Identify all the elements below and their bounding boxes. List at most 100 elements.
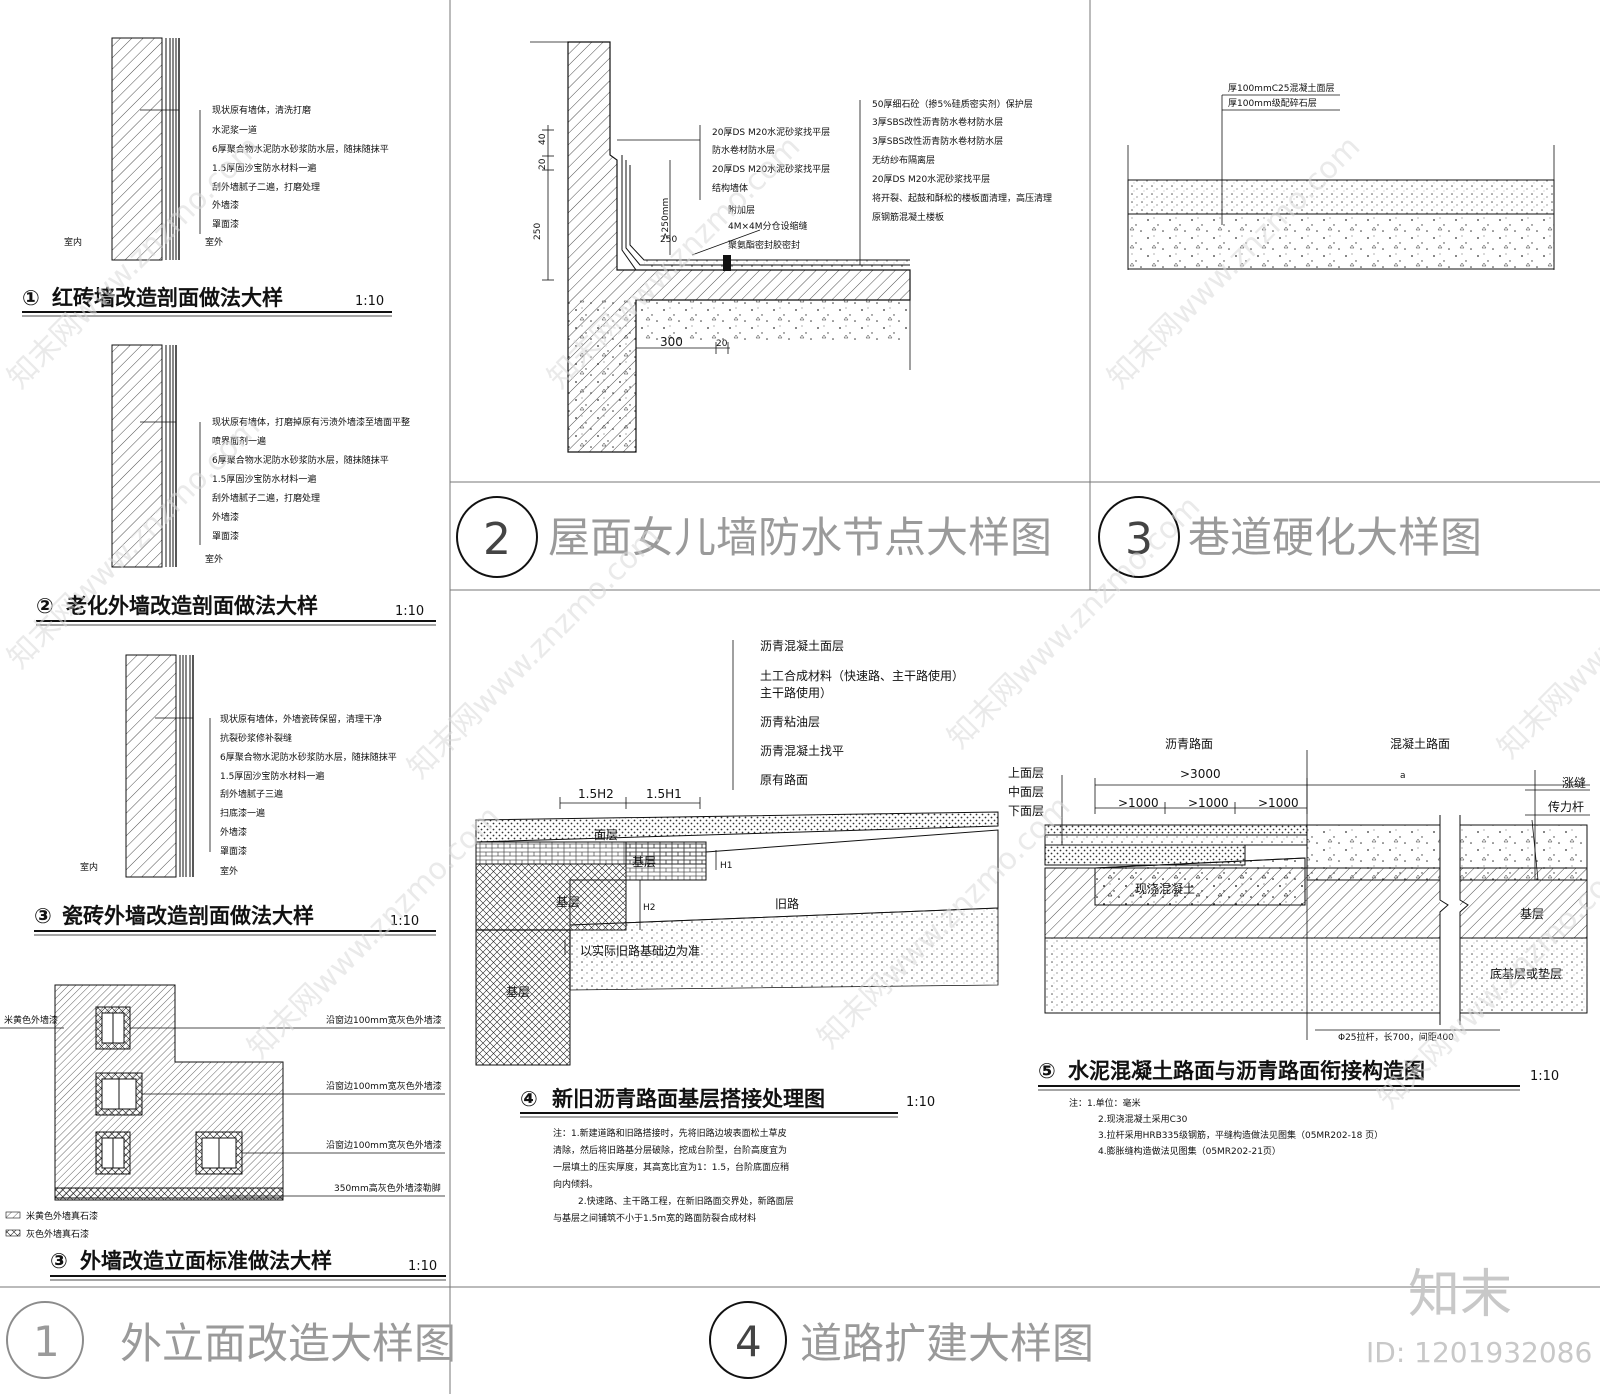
detail-1-label: 1.5厚固沙宝防水材料一遍 [212, 162, 316, 174]
detail-1-label: 罩面漆 [212, 218, 239, 230]
detail-3-label: 6厚聚合物水泥防水砂浆防水层，随抹随抹平 [220, 751, 397, 763]
detail-3-label: 1.5厚固沙宝防水材料一遍 [220, 770, 324, 782]
outside-label: 室外 [220, 865, 238, 877]
stack-label: 沥青混凝土面层 [760, 638, 844, 653]
dimension: H2 [643, 903, 656, 913]
detail-title: 瓷砖外墙改造剖面做法大样 [62, 904, 314, 928]
detail-title: 水泥混凝土路面与沥青路面衔接构造图 [1068, 1059, 1425, 1083]
alley-section: 厚100mmC25混凝土面层 厚100mm级配碎石层 [1127, 82, 1555, 270]
stack-label: 原有路面 [760, 772, 808, 787]
dimension: 250 [533, 223, 543, 240]
note-line: 3.拉杆采用HRB335级钢筋，平缝构造做法见图集（05MR202-18 页） [1098, 1129, 1383, 1141]
legend-swatch [5, 1229, 21, 1237]
elevation-labels: 米黄色外墙漆 沿窗边100mm宽灰色外墙漆 沿窗边100mm宽灰色外墙漆 沿窗边… [4, 1014, 446, 1281]
dimension: 1.5H2 [578, 787, 614, 801]
detail-scale: 1:10 [395, 604, 424, 619]
watermark: 知末网www.znzmo.com [401, 519, 667, 785]
window [95, 1072, 143, 1116]
detail-3-label: 抗裂砂浆修补裂缝 [220, 732, 292, 744]
parapet-label: 结构墙体 [712, 182, 748, 194]
right-label: 传力杆 [1548, 799, 1584, 814]
parapet-label: 50厚细石砼（掺5%硅质密实剂）保护层 [872, 98, 1033, 110]
elevation-window-label: 沿窗边100mm宽灰色外墙漆 [326, 1080, 442, 1092]
elevation-window-label: 沿窗边100mm宽灰色外墙漆 [326, 1139, 442, 1151]
dimension: 20 [538, 158, 548, 170]
stack-label: 沥青粘油层 [760, 714, 820, 729]
detail-scale: 1:10 [906, 1095, 935, 1110]
stack-label: 沥青混凝土找平 [760, 743, 844, 758]
detail-2-label: 现状原有墙体，打磨掉原有污渍外墙漆至墙面平整 [212, 416, 410, 428]
parapet-label: 将开裂、起鼓和酥松的楼板面清理，高压清理 [872, 192, 1052, 204]
detail-scale: 1:10 [390, 914, 419, 929]
detail-1-label: 6厚聚合物水泥防水砂浆防水层，随抹随抹平 [212, 143, 389, 155]
panel-title: 道路扩建大样图 [800, 1319, 1094, 1368]
legend-label: 米黄色外墙真石漆 [26, 1210, 98, 1222]
inside-label: 室内 [80, 861, 98, 873]
detail-3-label: 罩面漆 [220, 845, 247, 857]
detail-3-label: 现状原有墙体，外墙瓷砖保留，清理干净 [220, 713, 382, 725]
layer-label: 基层 [506, 985, 530, 999]
header-label: 沥青路面 [1165, 736, 1213, 751]
alley-label: 厚100mm级配碎石层 [1228, 97, 1317, 109]
parapet-label: 20厚DS M20水泥砂浆找平层 [712, 163, 830, 175]
dimension: >1000 [1188, 796, 1229, 810]
panel-1-big-title: 1 外立面改造大样图 [6, 1301, 456, 1379]
panel-number: 3 [1125, 514, 1153, 565]
detail-3-label: 刮外墙腻子三遍 [220, 788, 283, 800]
note-line: 一层填土的压实厚度，其高宽比宜为1：1.5，台阶底面应稍 [553, 1161, 789, 1173]
window [195, 1131, 243, 1175]
detail-2-label: 外墙漆 [212, 511, 239, 523]
dimension: >3000 [1180, 767, 1221, 781]
detail-scale: 1:10 [355, 294, 384, 309]
layer-label: 下面层 [1008, 804, 1044, 818]
asphalt-labels: 沥青混凝土面层 土工合成材料（快速路、主干路使用） 主干路使用） 沥青粘油层 沥… [506, 638, 964, 1224]
detail-3-labels: 现状原有墙体，外墙瓷砖保留，清理干净 抗裂砂浆修补裂缝 6厚聚合物水泥防水砂浆防… [34, 713, 436, 936]
detail-2-labels: 现状原有墙体，打磨掉原有污渍外墙漆至墙面平整 喷界面剂一遍 6厚聚合物水泥防水砂… [36, 416, 436, 626]
bar-label: Φ25拉杆，长700，间距400 [1338, 1031, 1454, 1043]
parapet-label: 3厚SBS改性沥青防水卷材防水层 [872, 135, 1003, 147]
alley-label: 厚100mmC25混凝土面层 [1228, 82, 1334, 94]
note-line: 2.现浇混凝土采用C30 [1098, 1113, 1188, 1125]
parapet-label: 4M×4M分仓设缩缝 [728, 220, 808, 232]
detail-title: 红砖墙改造剖面做法大样 [52, 286, 283, 310]
detail-title: 外墙改造立面标准做法大样 [80, 1249, 332, 1273]
detail-scale: 1:10 [408, 1259, 437, 1274]
detail-number: ⑤ [1038, 1059, 1056, 1083]
parapet-labels: 20厚DS M20水泥砂浆找平层 防水卷材防水层 20厚DS M20水泥砂浆找平… [533, 98, 1052, 349]
layer-label: 中面层 [1008, 784, 1044, 799]
brand: 知末 ID: 1201932086 [1366, 1265, 1592, 1369]
panel-number: 2 [483, 514, 511, 565]
parapet-label: 防水卷材防水层 [712, 144, 775, 156]
elevation-left-label: 米黄色外墙漆 [4, 1014, 58, 1026]
asphalt-overlap-section [475, 640, 999, 1066]
legend-swatch [5, 1211, 21, 1219]
note-line: 2.快速路、主干路工程，在新旧路面交界处，新路面层 [578, 1195, 794, 1207]
layer-label: 基层 [632, 855, 656, 869]
layer-label: 面层 [594, 828, 618, 842]
elevation-window-label: 沿窗边100mm宽灰色外墙漆 [326, 1014, 442, 1026]
note-line: 向内倾斜。 [553, 1178, 598, 1190]
panel-title: 外立面改造大样图 [120, 1319, 456, 1368]
detail-2-label: 6厚聚合物水泥防水砂浆防水层，随抹随抹平 [212, 454, 389, 466]
detail-title: 老化外墙改造剖面做法大样 [66, 594, 318, 618]
joint-section [1044, 750, 1590, 1040]
parapet-label: 20厚DS M20水泥砂浆找平层 [872, 173, 990, 185]
parapet-detail [530, 41, 911, 453]
layer-label: 上面层 [1008, 766, 1044, 780]
header-label: 混凝土路面 [1390, 736, 1450, 751]
panel-title: 巷道硬化大样图 [1188, 513, 1482, 562]
stack-label-cont: 主干路使用） [760, 685, 832, 700]
dimension: 40 [538, 133, 548, 145]
right-label: 底基层或垫层 [1490, 966, 1562, 981]
parapet-label: 20厚DS M20水泥砂浆找平层 [712, 126, 830, 138]
detail-number: ① [22, 286, 40, 310]
joint-labels: 沥青路面 混凝土路面 >3000 a >1000 >1000 >1000 上面层… [1008, 736, 1586, 1157]
panel-number: 4 [735, 1317, 762, 1366]
note-line: 注：1.单位：毫米 [1069, 1097, 1141, 1109]
detail-1-wall-section [111, 37, 201, 261]
detail-1-label: 现状原有墙体，清洗打磨 [212, 104, 311, 116]
detail-1-label: 刮外墙腻子二遍，打磨处理 [212, 181, 320, 193]
outside-label: 室外 [205, 236, 223, 248]
panel-number: 1 [33, 1317, 60, 1366]
